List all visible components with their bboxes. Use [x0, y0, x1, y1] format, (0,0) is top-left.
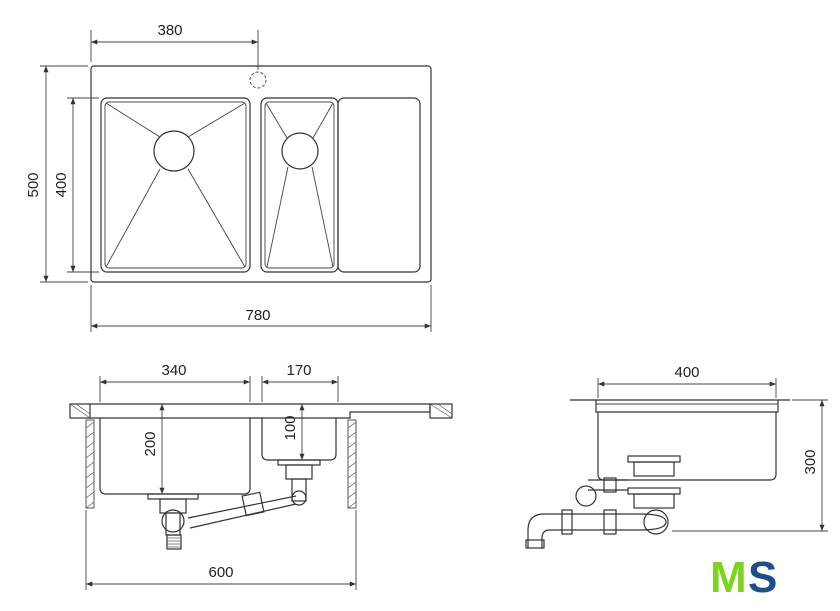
dim-small-bowl-depth: 100: [282, 415, 299, 440]
front-view: 340 170 200 100 600: [69, 362, 453, 590]
ms-logo: M S: [710, 553, 777, 602]
logo-letter-s: S: [748, 553, 777, 602]
cabinet-right-panel: [347, 419, 357, 509]
dim-main-bowl-width: 340: [161, 362, 186, 379]
small-bowl-drain: [281, 132, 319, 170]
sink-outline: [90, 65, 432, 283]
dim-cabinet-width: 600: [208, 564, 233, 581]
small-bowl: [260, 97, 339, 273]
front-trap: [161, 509, 185, 533]
dim-total-height: 500: [25, 172, 42, 197]
side-view: 400 300: [525, 364, 828, 549]
drainer-area: [337, 97, 421, 273]
dim-side-height: 300: [802, 449, 819, 474]
large-bowl: [100, 97, 251, 273]
large-bowl-drain: [153, 130, 195, 172]
tap-hole: [249, 71, 267, 89]
dim-total-width: 780: [245, 307, 270, 324]
dim-small-bowl-width: 170: [286, 362, 311, 379]
dim-main-bowl-depth: 200: [142, 431, 159, 456]
logo-letter-m: M: [710, 553, 747, 602]
dim-side-bowl-width: 400: [674, 364, 699, 381]
side-bowl: [597, 412, 777, 481]
side-outlet-elbow: [527, 513, 560, 548]
top-view: 380 500 400 780: [25, 22, 432, 332]
front-large-bowl: [99, 418, 251, 495]
cabinet-left-panel: [85, 419, 95, 509]
dim-bowl-height: 400: [53, 172, 70, 197]
front-outlet: [166, 534, 182, 550]
front-small-bowl: [261, 418, 337, 461]
dim-tap-offset: 380: [157, 22, 182, 39]
worktop-left: [69, 403, 91, 419]
